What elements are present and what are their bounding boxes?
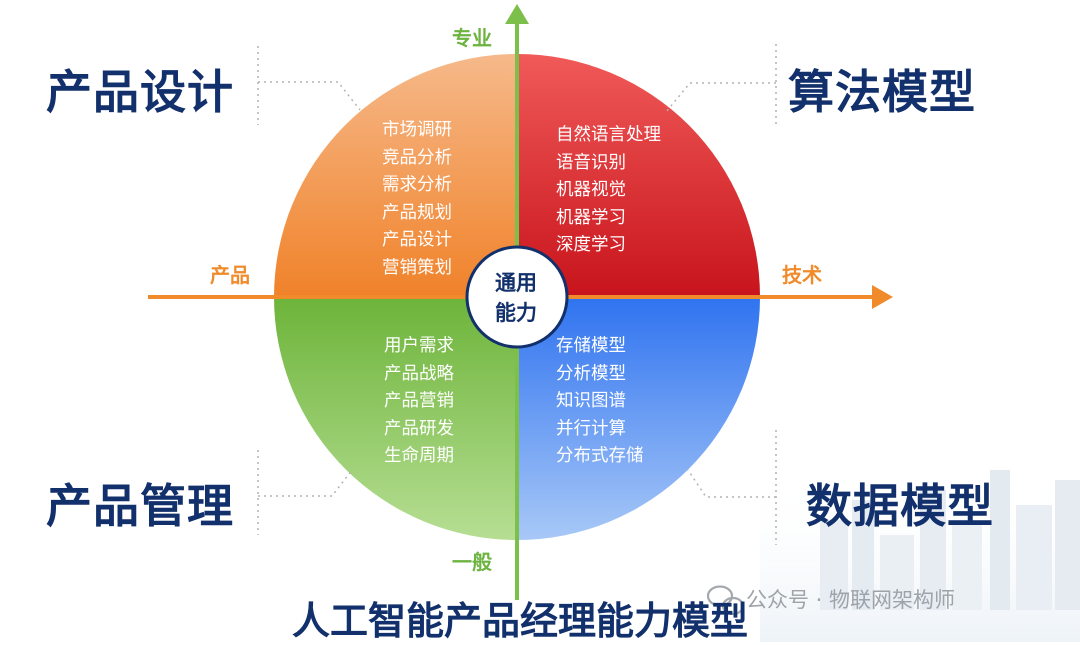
quadrant-top-right-wedge	[517, 54, 760, 297]
list-item: 产品规划	[382, 202, 452, 223]
quadrant-items-bottom-right: 存储模型 分析模型 知识图谱 并行计算 分布式存储	[556, 333, 644, 471]
leader-line-top-left	[257, 46, 361, 125]
list-item: 需求分析	[382, 175, 452, 195]
axis-label-top: 专业	[452, 26, 492, 50]
list-item: 语音识别	[556, 152, 626, 173]
center-circle	[465, 245, 569, 349]
list-item: 分布式存储	[556, 446, 644, 466]
center-label-line-2: 能力	[495, 301, 537, 325]
axis-label-bottom: 一般	[452, 550, 492, 574]
center-label-line-1: 通用	[495, 271, 537, 295]
list-item: 自然语言处理	[556, 125, 661, 145]
list-item: 产品研发	[384, 418, 454, 439]
list-item: 存储模型	[556, 336, 626, 356]
list-item: 营销策划	[382, 257, 452, 278]
list-item: 知识图谱	[556, 391, 626, 411]
quadrant-items-bottom-left: 用户需求 产品战略 产品营销 产品研发 生命周期	[384, 333, 454, 471]
quadrant-items-top-right: 自然语言处理 语音识别 机器视觉 机器学习 深度学习	[556, 122, 661, 260]
list-item: 机器视觉	[556, 180, 626, 200]
wechat-icon	[706, 585, 745, 616]
quadrant-top-left-wedge	[274, 54, 517, 297]
quadrant-title-bottom-left: 产品管理	[46, 479, 234, 533]
list-item: 竞品分析	[382, 147, 452, 168]
leader-line-bottom-left	[257, 450, 353, 535]
list-item: 生命周期	[384, 446, 454, 466]
list-item: 深度学习	[556, 235, 626, 255]
list-item: 机器学习	[556, 207, 626, 228]
quadrant-title-top-right: 算法模型	[788, 65, 976, 119]
list-item: 产品营销	[384, 391, 454, 411]
leader-line-top-right	[665, 44, 777, 128]
watermark: 公众号 · 物联网架构师	[746, 588, 956, 612]
city-backdrop	[760, 470, 1080, 642]
axis-label-left: 产品	[210, 263, 250, 287]
quadrant-bottom-right-wedge	[517, 297, 760, 540]
list-item: 产品战略	[384, 363, 454, 384]
axis-label-right: 技术	[782, 263, 822, 287]
center-label: 通用 能力	[466, 248, 566, 348]
list-item: 并行计算	[556, 418, 626, 439]
list-item: 产品设计	[382, 230, 452, 250]
quadrant-title-bottom-right: 数据模型	[806, 479, 994, 533]
quadrant-items-top-left: 市场调研 竞品分析 需求分析 产品规划 产品设计 营销策划	[382, 117, 452, 282]
leader-line-bottom-right	[687, 430, 777, 545]
list-item: 市场调研	[382, 120, 452, 140]
quadrant-title-top-left: 产品设计	[46, 65, 234, 119]
main-title: 人工智能产品经理能力模型	[291, 599, 748, 643]
list-item: 用户需求	[384, 336, 454, 356]
quadrant-bottom-left-wedge	[274, 297, 517, 540]
list-item: 分析模型	[556, 363, 626, 384]
